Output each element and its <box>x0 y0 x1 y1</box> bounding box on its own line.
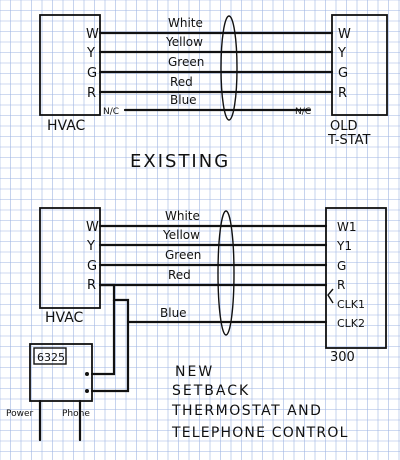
old-thermostat-terminal-y: Y <box>337 46 346 61</box>
control-module-box <box>29 343 93 402</box>
existing-cable-bundle <box>220 15 238 121</box>
existing-nc-right: N/C <box>295 107 311 117</box>
existing-yellow-label: Yellow <box>165 35 203 49</box>
module-feed-wire-1 <box>90 298 130 393</box>
new-thermostat-terminal-g: G <box>337 259 346 273</box>
module-terminal-1 <box>85 372 89 376</box>
new-blue-label: Blue <box>160 306 187 320</box>
existing-hvac-box <box>39 14 101 116</box>
new-yellow-label: Yellow <box>162 228 200 242</box>
caption-line-3: THERMOSTAT AND <box>171 403 322 419</box>
new-thermostat-terminal-r: R <box>337 278 345 292</box>
new-hvac-terminal-y: Y <box>86 239 95 254</box>
existing-section: HVAC W Y G R OLD T-STAT W Y G R White Ye… <box>39 14 388 172</box>
old-thermostat-label-line1: OLD <box>330 119 358 134</box>
existing-hvac-terminal-y: Y <box>86 46 95 61</box>
existing-hvac-terminal-r: R <box>87 86 96 101</box>
module-terminal-2 <box>85 389 89 393</box>
existing-hvac-terminal-w: W <box>86 27 99 42</box>
new-section: HVAC W Y G R 300 W1 Y1 G R CLK1 CLK2 Whi… <box>6 207 387 442</box>
existing-hvac-label: HVAC <box>47 118 86 134</box>
existing-white-label: White <box>168 16 203 30</box>
new-thermostat-model: 300 <box>330 350 355 365</box>
module-feed-wire-2 <box>90 298 116 376</box>
new-thermostat-terminal-w1: W1 <box>337 220 357 234</box>
new-hvac-terminal-w: W <box>86 220 99 235</box>
new-cable-bundle <box>217 210 235 336</box>
new-white-label: White <box>165 209 200 223</box>
new-thermostat-terminal-y1: Y1 <box>336 239 352 253</box>
existing-green-label: Green <box>168 55 204 69</box>
existing-red-label: Red <box>170 75 193 89</box>
new-hvac-box <box>39 207 101 309</box>
old-thermostat-box <box>331 14 388 116</box>
caption-line-2: SETBACK <box>172 383 250 399</box>
existing-hvac-terminal-g: G <box>87 66 97 81</box>
r-tap-wire <box>98 283 120 302</box>
phone-label: Phone <box>62 409 90 419</box>
existing-section-title: EXISTING <box>130 151 230 172</box>
new-thermostat-box <box>325 207 387 349</box>
existing-blue-label: Blue <box>170 93 197 107</box>
old-thermostat-terminal-g: G <box>338 66 348 81</box>
new-hvac-terminal-g: G <box>87 259 97 274</box>
control-module-label: 6325 <box>37 351 65 364</box>
power-label: Power <box>6 409 34 419</box>
new-hvac-label: HVAC <box>45 310 84 326</box>
caption-line-1: NEW <box>175 364 214 380</box>
new-thermostat-terminal-clk1: CLK1 <box>337 298 365 311</box>
existing-nc-left: N/C <box>103 107 119 117</box>
caption-line-4: TELEPHONE CONTROL <box>171 425 349 441</box>
new-thermostat-terminal-clk2: CLK2 <box>337 317 365 330</box>
r-clk1-bracket <box>327 288 334 304</box>
control-module-label-frame <box>33 347 67 365</box>
new-hvac-terminal-r: R <box>87 278 96 293</box>
new-green-label: Green <box>165 248 201 262</box>
new-red-label: Red <box>168 268 191 282</box>
old-thermostat-terminal-r: R <box>338 86 347 101</box>
old-thermostat-label-line2: T-STAT <box>327 133 371 148</box>
old-thermostat-terminal-w: W <box>338 27 351 42</box>
